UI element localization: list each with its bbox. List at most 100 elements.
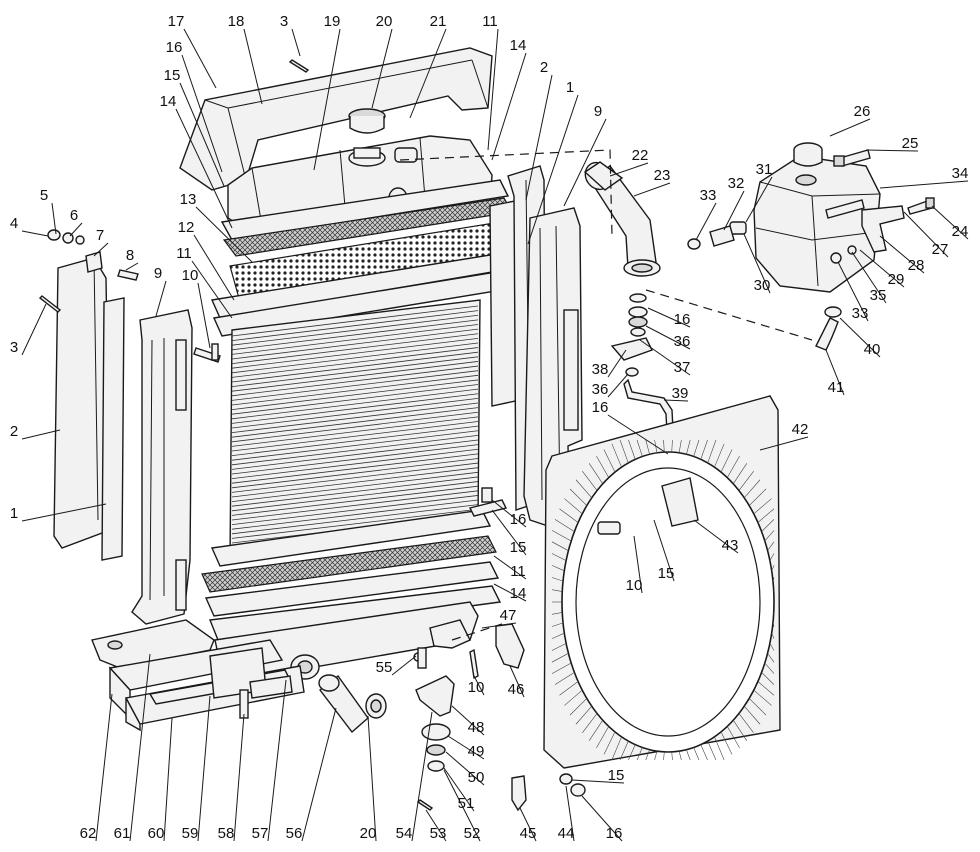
- leader-line: [859, 249, 905, 288]
- fin-line: [231, 365, 479, 397]
- part-label: 9: [594, 103, 602, 120]
- hatch-line: [645, 749, 650, 761]
- fin-line: [231, 351, 479, 383]
- part-label: 21: [430, 13, 447, 30]
- hatch-line: [663, 751, 665, 761]
- hatch-line: [645, 439, 650, 455]
- hatch-line: [596, 726, 609, 749]
- part-label: 30: [754, 277, 771, 294]
- hatch-line: [554, 672, 575, 685]
- leader-line: [191, 260, 233, 319]
- part-label: 55: [376, 659, 393, 676]
- leader-line: [639, 339, 691, 376]
- leader-line: [197, 282, 211, 349]
- base-frame: [91, 619, 305, 732]
- hatch-line: [569, 698, 588, 716]
- leader-line: [607, 414, 669, 455]
- hatch-line: [771, 565, 775, 571]
- fin-line: [231, 319, 479, 351]
- part-label: 20: [360, 825, 377, 842]
- part-label: 9: [154, 265, 162, 282]
- hatch-line: [707, 439, 717, 464]
- hatch-line: [757, 508, 775, 523]
- hatch-line: [575, 479, 592, 498]
- part-label: 24: [952, 223, 969, 240]
- leader-line: [129, 653, 151, 842]
- hatch-line: [720, 731, 733, 755]
- part-label: 15: [510, 539, 527, 556]
- hatch-line: [551, 577, 564, 582]
- part-label: 1: [10, 505, 18, 522]
- hatch-line: [686, 439, 691, 455]
- leader-line: [243, 28, 263, 105]
- hatch-line: [678, 751, 682, 761]
- fin-line: [231, 425, 479, 456]
- hatch-line: [603, 731, 616, 755]
- hatch-line: [753, 498, 772, 515]
- shroud-hatching: [551, 439, 775, 761]
- part-label: 47: [500, 607, 517, 624]
- hatch-line: [686, 749, 691, 761]
- fin-line: [231, 434, 479, 466]
- leader-line: [653, 519, 675, 582]
- part-label: 19: [324, 13, 341, 30]
- leader-line: [695, 202, 717, 241]
- part-label: 14: [510, 585, 527, 602]
- leader-line: [565, 785, 575, 842]
- part-label: 48: [468, 719, 485, 736]
- leader-line: [425, 809, 447, 842]
- part-label: 50: [468, 769, 485, 786]
- part-label: 29: [888, 271, 905, 288]
- leader-line: [21, 230, 49, 237]
- part-label: 12: [178, 219, 195, 236]
- hatch-line: [761, 672, 775, 685]
- hatch-line: [693, 747, 700, 761]
- leader-line: [183, 28, 217, 89]
- part-label: 14: [510, 37, 527, 54]
- leader-line: [829, 118, 871, 137]
- part-label: 16: [510, 511, 527, 528]
- fin-line: [231, 430, 479, 461]
- part-label: 8: [126, 247, 134, 264]
- hatch-line: [551, 541, 569, 551]
- hatch-line: [551, 662, 572, 674]
- fin-line: [231, 407, 479, 438]
- hatch-line: [611, 736, 622, 761]
- hatch-line: [678, 439, 682, 453]
- hatch-line: [733, 720, 748, 741]
- part-label: 60: [148, 825, 165, 842]
- hatch-line: [596, 455, 609, 478]
- fin-line: [231, 476, 479, 507]
- fin-line: [231, 481, 479, 512]
- hatch-line: [700, 439, 708, 460]
- hatch-line: [636, 439, 643, 457]
- part-label: 43: [722, 537, 739, 554]
- hatch-line: [551, 632, 565, 639]
- hatch-line: [551, 653, 569, 663]
- part-label: 26: [854, 103, 871, 120]
- part-label: 32: [728, 175, 745, 192]
- leader-line: [125, 262, 139, 271]
- leader-line: [609, 162, 649, 177]
- fin-line: [231, 490, 479, 521]
- fin-line: [231, 370, 479, 401]
- hatch-line: [720, 449, 733, 473]
- hatch-line: [744, 479, 761, 498]
- part-label: 41: [828, 379, 845, 396]
- hatch-line: [619, 439, 629, 464]
- hatch-line: [671, 439, 673, 453]
- hatch-line: [564, 689, 583, 706]
- hatch-line: [764, 662, 775, 674]
- hatch-line: [551, 643, 567, 651]
- hatch-line: [569, 488, 588, 506]
- leader-line: [51, 202, 57, 235]
- fin-line: [231, 416, 479, 447]
- part-label: 5: [40, 187, 48, 204]
- leader-lines: [21, 28, 969, 842]
- hatch-line: [707, 740, 717, 761]
- leader-line: [645, 325, 691, 350]
- part-label: 16: [606, 825, 623, 842]
- part-label: 14: [160, 93, 177, 110]
- part-label: 51: [458, 795, 475, 812]
- part-label: 42: [792, 421, 809, 438]
